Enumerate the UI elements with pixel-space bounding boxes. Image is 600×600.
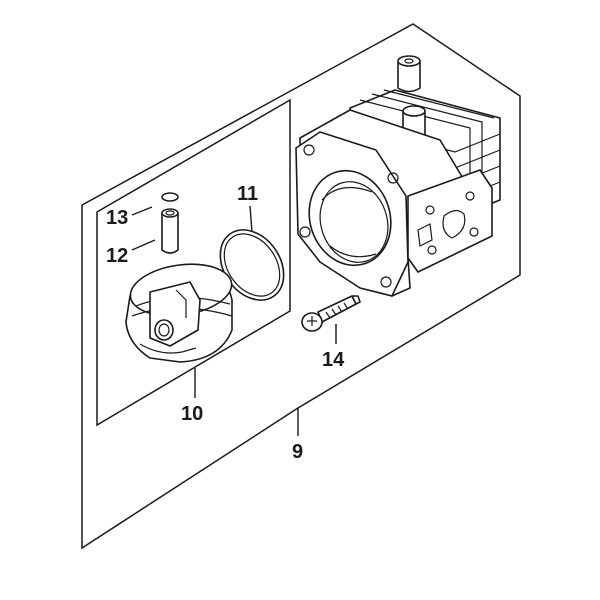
callout-assembly: 9 [292,441,303,463]
callout-piston-pin: 12 [106,245,128,267]
leader-12 [131,239,156,251]
leader-11 [249,205,253,233]
leader-13 [131,206,153,216]
piston [125,263,233,363]
callout-snap-ring: 13 [106,207,128,229]
screw [301,295,361,332]
cylinder [295,55,501,297]
piston-pin [161,208,179,254]
callout-piston: 10 [181,403,203,425]
assembly-frame [81,23,521,550]
callout-screw: 14 [322,349,345,371]
piston-kit-frame [96,98,291,427]
snap-ring [161,192,179,202]
callout-piston-ring: 11 [237,183,258,205]
